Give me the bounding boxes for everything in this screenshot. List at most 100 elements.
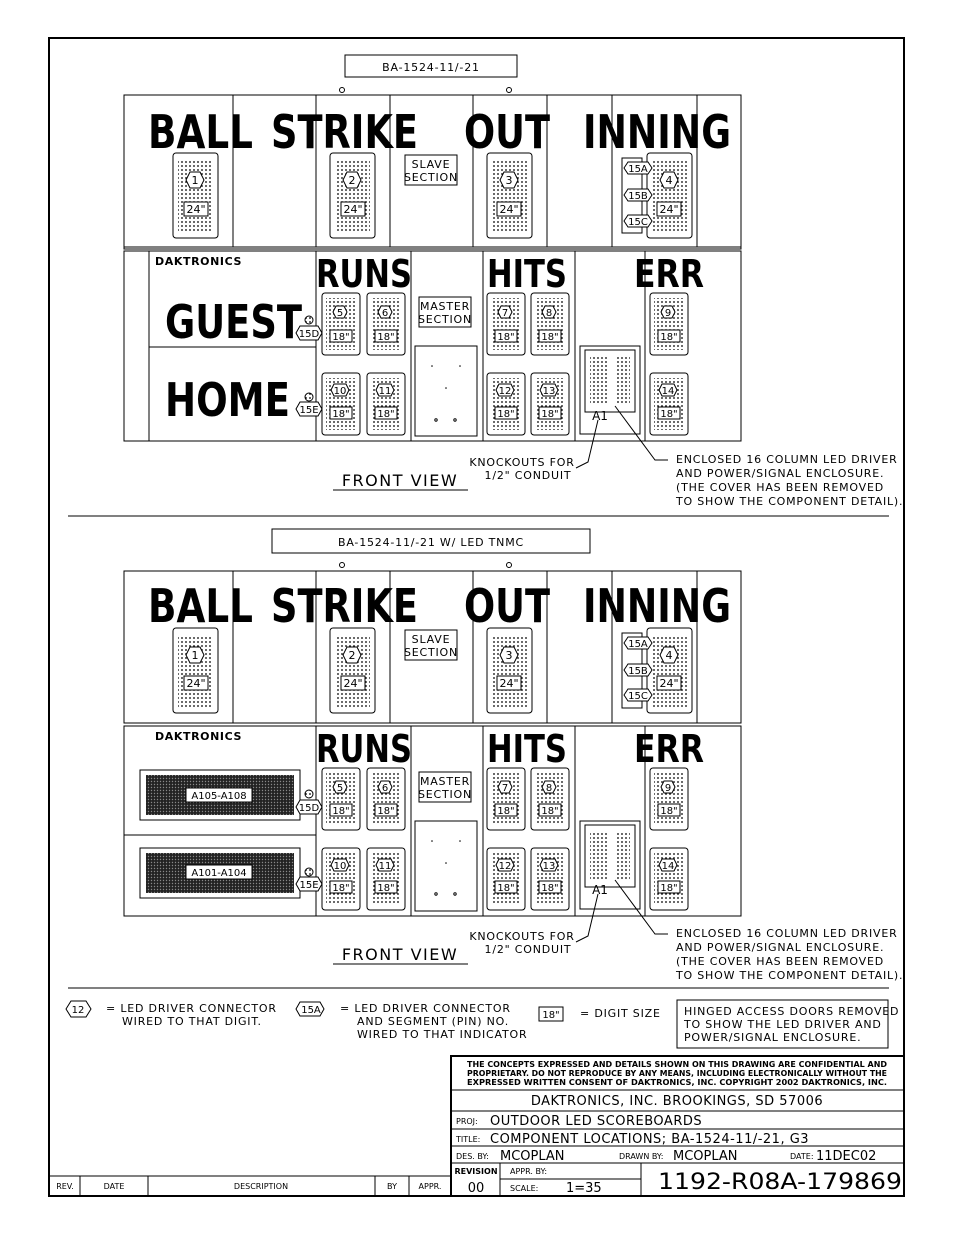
heading-err: ERR: [634, 727, 704, 771]
appr-header: APPR.: [419, 1182, 442, 1191]
slave-section-label: SLAVE: [412, 158, 451, 171]
legend-segment-text-2: AND SEGMENT (PIN) NO.: [357, 1015, 509, 1028]
confidential-note-2: PROPRIETARY. DO NOT REPRODUCE BY ANY MEA…: [467, 1069, 887, 1078]
confidential-note: THE CONCEPTS EXPRESSED AND DETAILS SHOWN…: [467, 1060, 887, 1069]
segment-connector: 15C: [628, 217, 648, 228]
segment-connector: 15A: [628, 639, 648, 650]
driver-enclosure: A1: [579, 345, 641, 435]
by-header: BY: [387, 1182, 397, 1191]
driver-label: A1: [592, 409, 608, 423]
scoreboard: BALL STRIKE OUT INNING RUNS HITS ERR DAK…: [123, 87, 742, 442]
inning-indicators: 15A 15B 15C: [621, 632, 653, 709]
small-digit-9: 9 18": [649, 292, 689, 356]
digit-size: 24": [343, 677, 362, 690]
heading-runs: RUNS: [316, 727, 412, 771]
digit-size: 18": [497, 806, 514, 817]
digit-size: 18": [660, 409, 677, 420]
heading-hits: HITS: [487, 252, 567, 296]
heading-strike: STRIKE: [271, 579, 418, 633]
digit-connector: 3: [506, 174, 513, 187]
legend-digit-text: = LED DRIVER CONNECTOR: [106, 1002, 277, 1015]
revision-number: 00: [468, 1181, 485, 1196]
heading-inning: INNING: [583, 579, 731, 633]
digit-size: 18": [497, 883, 514, 894]
drawn-label: DRAWN BY:: [619, 1152, 663, 1161]
revision-label: REVISION: [454, 1167, 497, 1176]
date-header: DATE: [104, 1182, 125, 1191]
segment-connector: 15C: [628, 691, 648, 702]
heading-out: OUT: [464, 105, 550, 159]
view-title: BA-1524-11/-21 W/ LED TNMC: [338, 536, 524, 549]
big-digit-2: 2 24": [329, 152, 376, 239]
digit-size: 18": [377, 409, 394, 420]
proj-label: PROJ:: [456, 1117, 478, 1126]
small-digit-8: 818": [530, 767, 570, 831]
digit-connector: 12: [499, 861, 512, 872]
heading-out: OUT: [464, 579, 550, 633]
driver-module-lower: A101-A104: [139, 847, 301, 899]
digit-connector: 13: [543, 386, 556, 397]
legend-segment-symbol: 15A: [301, 1005, 321, 1016]
digit-connector: 11: [379, 861, 392, 872]
small-digit-10: 10 18": [321, 372, 361, 436]
master-section-label-2: SECTION: [418, 313, 472, 326]
slave-section-label: SLAVE: [412, 633, 451, 646]
small-digit-13: 13 18": [530, 372, 570, 436]
small-digit-5: 518": [321, 767, 361, 831]
driver-module-upper: A105-A108: [139, 769, 301, 821]
revision-table: REV. DATE DESCRIPTION BY APPR.: [48, 1175, 452, 1197]
digit-connector: 2: [349, 649, 356, 662]
indicator-guest: 15D: [299, 329, 320, 340]
enclosure-note-4: TO SHOW THE COMPONENT DETAIL).: [675, 969, 903, 982]
master-section-label: MASTER: [420, 300, 470, 313]
driver-enclosure: A1: [579, 820, 641, 910]
big-digit-4: 424": [646, 627, 693, 714]
big-digit-3: 324": [486, 627, 533, 714]
small-digit-7: 718": [486, 767, 526, 831]
drawn-by: MCOPLAN: [673, 1149, 738, 1164]
front-view-label: FRONT VIEW: [342, 471, 458, 490]
heading-hits: HITS: [487, 727, 567, 771]
enclosure-note-3: (THE COVER HAS BEEN REMOVED: [676, 481, 884, 494]
knockouts-note: KNOCKOUTS FOR: [469, 456, 574, 469]
indicator-guest: 15D: [299, 803, 320, 814]
indicator-home: 15E: [299, 405, 318, 416]
big-digit-3: 3 24": [486, 152, 533, 239]
digit-connector: 4: [666, 174, 673, 187]
legend-size-text: = DIGIT SIZE: [580, 1007, 661, 1020]
title-block: THE CONCEPTS EXPRESSED AND DETAILS SHOWN…: [450, 1055, 905, 1197]
digit-size: 18": [332, 409, 349, 420]
small-digit-12: 12 18": [486, 847, 526, 911]
heading-ball: BALL: [148, 579, 253, 633]
enclosure-note-2: AND POWER/SIGNAL ENCLOSURE.: [676, 467, 884, 480]
view-2: BA-1524-11/-21 W/ LED TNMC BALL STRIKE O…: [123, 528, 903, 982]
digit-connector: 14: [662, 861, 675, 872]
view-1: BA-1524-11/-21 BALL STRIKE: [123, 54, 903, 508]
digit-connector: 9: [665, 308, 671, 319]
digit-connector: 13: [543, 861, 556, 872]
driver-label: A1: [592, 883, 608, 897]
digit-size: 18": [541, 409, 558, 420]
big-digit-1: 1 24": [172, 152, 219, 239]
small-digit-6: 618": [366, 767, 406, 831]
digit-size: 18": [497, 409, 514, 420]
digit-size: 18": [660, 332, 677, 343]
digit-connector: 5: [337, 783, 343, 794]
driver-module-label: A101-A104: [191, 868, 246, 879]
digit-connector: 12: [499, 386, 512, 397]
master-section-label: MASTER: [420, 775, 470, 788]
knockouts-note: KNOCKOUTS FOR: [469, 930, 574, 943]
heading-ball: BALL: [148, 105, 253, 159]
digit-size: 24": [659, 203, 678, 216]
indicator-home: 15E: [299, 880, 318, 891]
big-digit-1: 124": [172, 627, 219, 714]
heading-runs: RUNS: [316, 252, 412, 296]
digit-size: 18": [377, 806, 394, 817]
digit-connector: 10: [334, 386, 347, 397]
digit-connector: 7: [502, 308, 508, 319]
segment-connector: 15B: [628, 666, 648, 677]
